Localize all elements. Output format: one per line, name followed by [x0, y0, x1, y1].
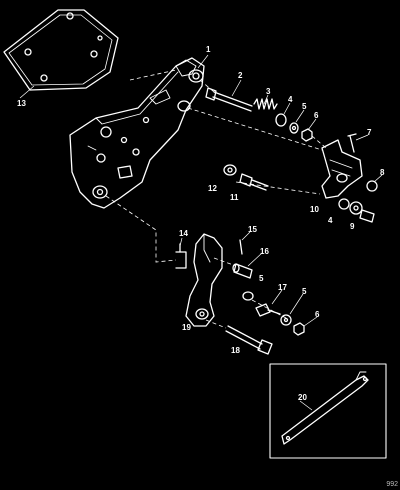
callout-4a: 4 [288, 95, 293, 104]
washer-9 [349, 201, 363, 215]
callout-3: 3 [266, 87, 271, 96]
inset-box [269, 363, 387, 459]
pin-7 [347, 133, 357, 153]
link-rod-20 [281, 371, 369, 445]
callout-9: 9 [350, 222, 355, 231]
spacer-4a [275, 113, 287, 127]
callout-10: 10 [310, 205, 319, 214]
nut-6b [293, 322, 305, 336]
callout-11: 11 [230, 193, 239, 202]
gasket-plate [3, 9, 119, 91]
bolt-18 [225, 325, 273, 355]
callout-7: 7 [367, 128, 372, 137]
callout-15: 15 [248, 225, 257, 234]
callout-8: 8 [380, 168, 385, 177]
washer-4b [338, 198, 350, 210]
clip-14 [175, 243, 187, 269]
fastener-8 [366, 180, 378, 192]
bolt-2 [205, 87, 253, 112]
callout-20: 20 [298, 393, 307, 402]
pin-15 [239, 239, 243, 255]
main-bracket [69, 57, 205, 209]
callout-6a: 6 [314, 111, 319, 120]
washer-5b [242, 291, 254, 301]
washer-12 [223, 164, 237, 176]
callout-12: 12 [208, 184, 217, 193]
callout-14: 14 [179, 229, 188, 238]
spring-3 [253, 98, 278, 110]
bolt-17 [255, 303, 281, 317]
callout-5b: 5 [259, 274, 264, 283]
callout-5a: 5 [302, 102, 307, 111]
callout-1: 1 [206, 45, 211, 54]
lever-19 [185, 233, 223, 327]
callout-16: 16 [260, 247, 269, 256]
callout-5c: 5 [302, 287, 307, 296]
throttle-bracket [321, 139, 363, 199]
callout-18: 18 [231, 346, 240, 355]
callout-4b: 4 [328, 216, 333, 225]
washer-5c [280, 314, 292, 326]
nut-6a [301, 128, 313, 142]
callout-2: 2 [238, 71, 243, 80]
bolt-11 [239, 173, 269, 191]
washer-5a [289, 122, 299, 134]
reference-code: 992 [386, 481, 398, 488]
callout-13: 13 [17, 99, 26, 108]
sleeve-16 [232, 263, 253, 279]
callout-17: 17 [278, 283, 287, 292]
callout-6b: 6 [315, 310, 320, 319]
bolt-9 [359, 209, 375, 223]
callout-19: 19 [182, 323, 191, 332]
